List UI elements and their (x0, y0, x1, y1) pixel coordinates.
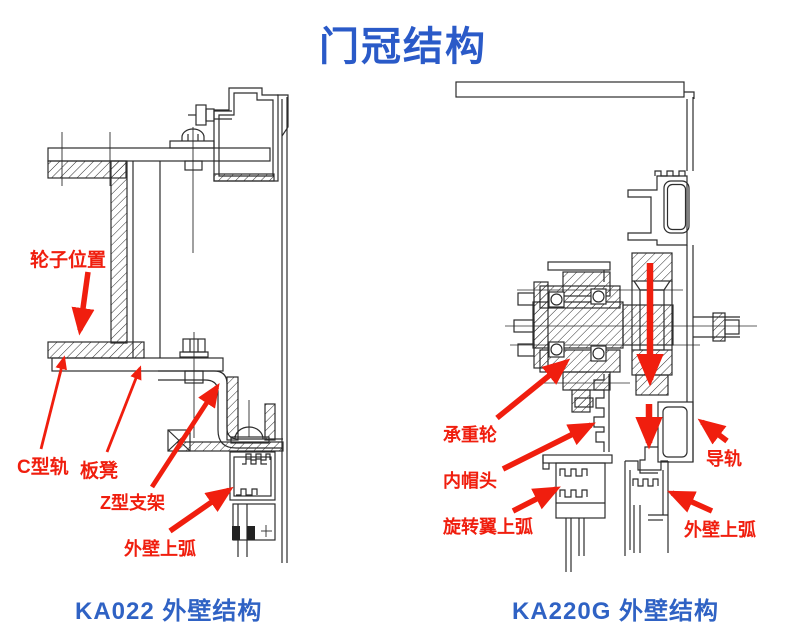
label-outer-wall-arc-right: 外壁上弧 (684, 520, 756, 540)
arrow-wheel-position (71, 271, 95, 336)
arrow-outer-wall-arc-right (666, 490, 714, 514)
arrow-inner-cap-head (501, 422, 596, 472)
arrow-guide-rail (697, 418, 729, 445)
label-load-bearing-wheel: 承重轮 (443, 425, 497, 445)
label-bench: 板凳 (80, 461, 119, 482)
annotation-arrows (39, 263, 729, 534)
arrow-outer-wall-arc-left (168, 486, 234, 534)
arrow-load-bearing-wheel (495, 358, 571, 421)
right-drawing-ka220g (455, 81, 757, 572)
arrow-rotating-wing-arc (511, 486, 561, 514)
label-outer-wall-arc-left: 外壁上弧 (124, 539, 196, 559)
label-guide-rail: 导轨 (706, 449, 742, 469)
page-title: 门冠结构 (319, 25, 487, 69)
label-z-bracket: Z型支架 (100, 493, 165, 513)
label-inner-cap-head: 内帽头 (443, 471, 497, 491)
right-figure-caption: KA220G 外壁结构 (512, 598, 720, 625)
arrow-bench (105, 365, 142, 453)
label-rotating-wing-arc: 旋转翼上弧 (443, 517, 533, 537)
label-wheel-position: 轮子位置 (30, 250, 107, 271)
left-drawing-ka022 (47, 87, 289, 563)
left-figure-caption: KA022 外壁结构 (75, 598, 263, 625)
arrow-c-rail (39, 355, 67, 450)
label-c-rail: C型轨 (17, 457, 69, 478)
arrow-z-bracket (149, 382, 220, 489)
